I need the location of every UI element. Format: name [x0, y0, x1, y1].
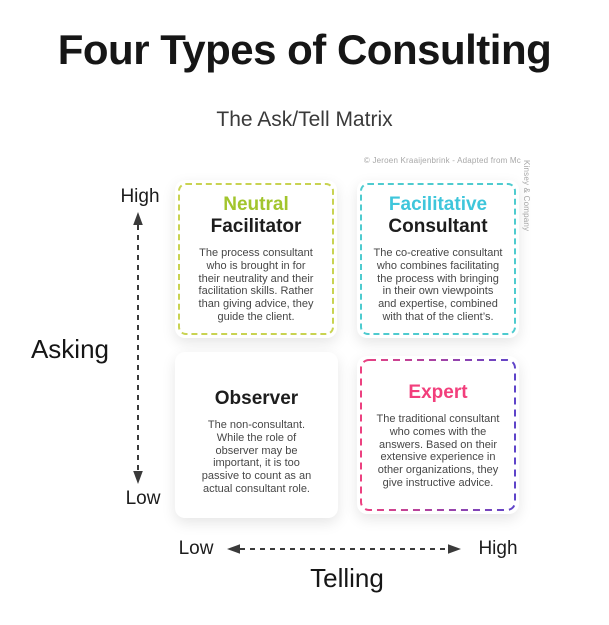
quadrant-title: Expert [357, 356, 519, 404]
asking-low-label: Low [125, 488, 161, 509]
quadrant-title: Facilitative Consultant [357, 180, 519, 238]
telling-axis-title: Telling [310, 563, 384, 593]
quadrant-neutral-facilitator: Neutral Facilitator The process consulta… [175, 180, 337, 338]
quadrant-description: The non-consultant. While the role of ob… [201, 419, 312, 495]
quadrant-title-rest: Facilitator [210, 216, 302, 238]
quadrant-observer: Observer The non-consultant. While the r… [175, 352, 338, 518]
asking-axis-arrow-icon [133, 212, 143, 484]
page-title: Four Types of Consulting [57, 26, 552, 73]
quadrant-title: Neutral Facilitator [175, 180, 337, 238]
attribution-text-vertical: Kinsey & Company [522, 160, 531, 232]
telling-high-label: High [478, 538, 518, 559]
attribution-text: © Jeroen Kraaijenbrink - Adapted from Mc [363, 156, 521, 165]
page-subtitle: The Ask/Tell Matrix [216, 108, 393, 131]
quadrant-description: The traditional consultant who comes wit… [376, 413, 500, 489]
asking-axis-title: Asking [30, 334, 110, 364]
quadrant-expert: Expert The traditional consultant who co… [357, 356, 519, 514]
quadrant-title-rest: Observer [214, 388, 299, 409]
quadrant-facilitative-consultant: Facilitative Consultant The co-creative … [357, 180, 519, 338]
quadrant-title: Observer [175, 352, 338, 410]
telling-low-label: Low [178, 538, 214, 559]
telling-axis-arrow-icon [227, 544, 461, 554]
quadrant-title-rest: Consultant [388, 216, 488, 238]
quadrant-title-accent: Neutral [223, 194, 289, 215]
asking-high-label: High [120, 186, 160, 207]
quadrant-description: The process consultant who is brought in… [198, 247, 314, 323]
quadrant-title-accent: Facilitative [388, 194, 488, 215]
quadrant-title-accent: Expert [408, 382, 468, 403]
quadrant-description: The co-creative consultant who combines … [373, 247, 503, 323]
